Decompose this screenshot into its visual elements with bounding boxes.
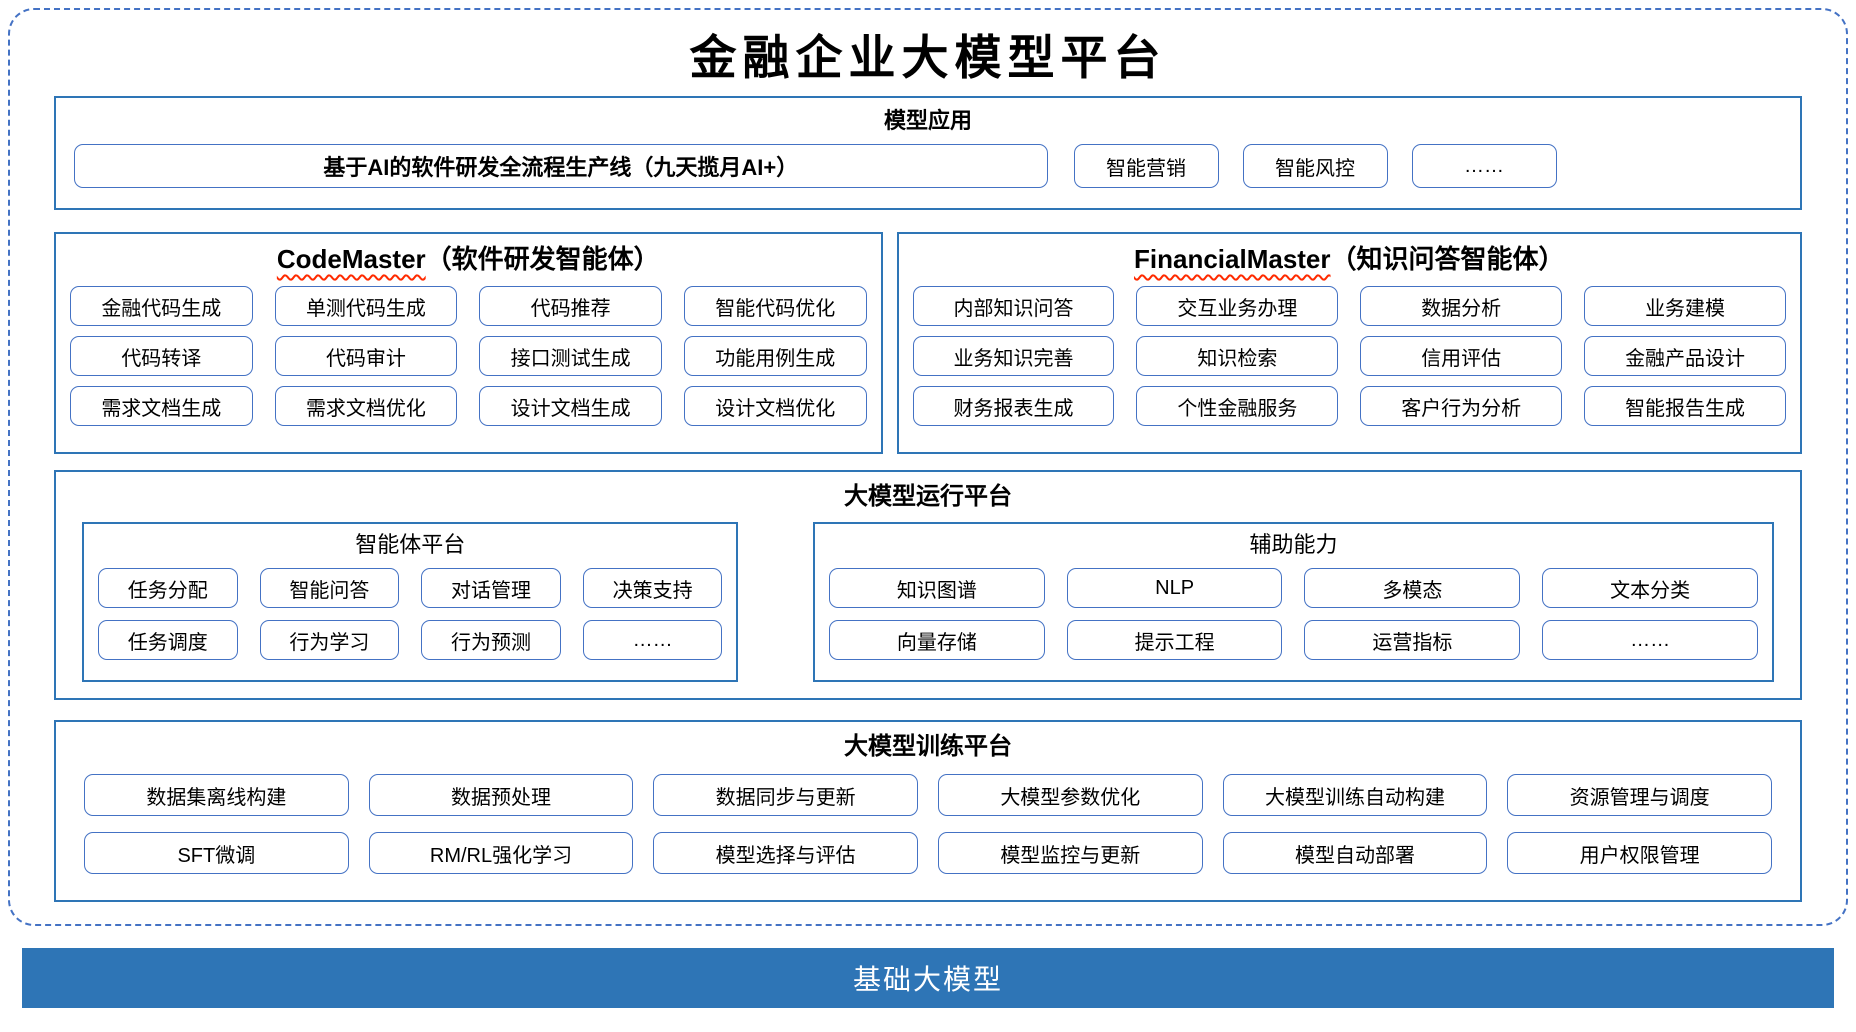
financial-master-title-zh: （知识问答智能体） [1330, 244, 1565, 274]
item-box: 业务建模 [1584, 286, 1786, 326]
platform-diagram-container: 金融企业大模型平台 模型应用 基于AI的软件研发全流程生产线（九天揽月AI+） … [8, 8, 1848, 926]
item-box: 向量存储 [828, 620, 1045, 660]
item-box-ai-pipeline: 基于AI的软件研发全流程生产线（九天揽月AI+） [74, 144, 1048, 188]
item-box: 交互业务办理 [1136, 286, 1339, 326]
item-box: 智能报告生成 [1584, 386, 1786, 426]
section-financial-master: FinancialMaster（知识问答智能体） 内部知识问答交互业务办理数据分… [896, 232, 1802, 454]
item-box: 提示工程 [1066, 620, 1283, 660]
item-box: 知识检索 [1136, 336, 1339, 376]
item-box: 行为学习 [259, 620, 400, 660]
item-box: 金融代码生成 [70, 286, 253, 326]
code-master-items: 金融代码生成单测代码生成代码推荐智能代码优化代码转译代码审计接口测试生成功能用例… [70, 286, 867, 426]
item-box: 财务报表生成 [912, 386, 1115, 426]
foundation-model-bar: 基础大模型 [22, 948, 1834, 1008]
foundation-model-label: 基础大模型 [852, 964, 1003, 995]
run-platform-subsections: 智能体平台 任务分配智能问答对话管理决策支持任务调度行为学习行为预测 …… 辅助能… [82, 522, 1774, 682]
financial-master-title-en: FinancialMaster [1134, 244, 1331, 274]
item-box: 任务分配 [98, 568, 238, 608]
item-box: 内部知识问答 [912, 286, 1115, 326]
item-box: …… [1542, 620, 1758, 660]
item-box: 资源管理与调度 [1507, 774, 1772, 816]
code-master-header: CodeMaster（软件研发智能体） [70, 240, 867, 278]
subsection-agent-platform: 智能体平台 任务分配智能问答对话管理决策支持任务调度行为学习行为预测 …… [82, 522, 739, 682]
item-box: 智能问答 [259, 568, 400, 608]
item-box: 模型自动部署 [1222, 832, 1488, 874]
financial-master-header: FinancialMaster（知识问答智能体） [913, 240, 1786, 278]
item-box: 信用评估 [1360, 336, 1563, 376]
item-box: 对话管理 [421, 568, 561, 608]
item-box: SFT微调 [84, 832, 349, 874]
financial-master-items: 内部知识问答交互业务办理数据分析业务建模业务知识完善知识检索信用评估金融产品设计… [912, 286, 1786, 426]
item-box: 模型监控与更新 [937, 832, 1203, 874]
item-box: 需求文档生成 [70, 386, 253, 426]
item-box: …… [582, 620, 723, 660]
item-box: 智能风控 [1242, 144, 1388, 188]
item-box: 业务知识完善 [912, 336, 1115, 376]
item-box: 多模态 [1304, 568, 1521, 608]
item-box: NLP [1066, 568, 1283, 608]
item-box: 接口测试生成 [479, 336, 662, 376]
section-header-train-platform: 大模型训练平台 [844, 733, 1012, 760]
item-box: 知识图谱 [828, 568, 1045, 608]
item-box: 个性金融服务 [1136, 386, 1339, 426]
item-box: 数据预处理 [368, 774, 634, 816]
item-box: 金融产品设计 [1584, 336, 1786, 376]
code-master-title-en: CodeMaster [276, 244, 426, 274]
section-train-platform: 大模型训练平台 数据集离线构建数据预处理数据同步与更新大模型参数优化大模型训练自… [54, 720, 1802, 902]
item-box: 功能用例生成 [683, 336, 867, 376]
section-agents-row: CodeMaster（软件研发智能体） 金融代码生成单测代码生成代码推荐智能代码… [54, 232, 1802, 454]
section-header-model-applications: 模型应用 [883, 108, 972, 133]
item-box: 大模型训练自动构建 [1222, 774, 1488, 816]
model-applications-items: 智能营销智能风控 …… [1073, 144, 1557, 188]
subsection-aux-ability: 辅助能力 知识图谱 NLP 多模态文本分类向量存储提示工程运营指标 …… [812, 522, 1774, 682]
item-box: 大模型参数优化 [937, 774, 1203, 816]
item-box: 设计文档优化 [683, 386, 867, 426]
aux-ability-items: 知识图谱 NLP 多模态文本分类向量存储提示工程运营指标 …… [828, 568, 1758, 660]
code-master-title-zh: （软件研发智能体） [425, 244, 660, 274]
item-box: …… [1411, 144, 1557, 188]
item-box: 数据集离线构建 [84, 774, 349, 816]
item-box: 运营指标 [1304, 620, 1521, 660]
diagram-title: 金融企业大模型平台 [689, 33, 1167, 85]
section-code-master: CodeMaster（软件研发智能体） 金融代码生成单测代码生成代码推荐智能代码… [54, 232, 883, 454]
agent-platform-items: 任务分配智能问答对话管理决策支持任务调度行为学习行为预测 …… [98, 568, 723, 660]
item-box: 单测代码生成 [274, 286, 458, 326]
item-box: 设计文档生成 [479, 386, 662, 426]
item-box: 智能营销 [1073, 144, 1219, 188]
agent-platform-header: 智能体平台 [355, 532, 466, 557]
item-box: RM/RL强化学习 [368, 832, 634, 874]
section-run-platform: 大模型运行平台 智能体平台 任务分配智能问答对话管理决策支持任务调度行为学习行为… [54, 470, 1802, 700]
aux-ability-header: 辅助能力 [1249, 532, 1338, 557]
section-model-applications: 模型应用 基于AI的软件研发全流程生产线（九天揽月AI+） 智能营销智能风控 …… [54, 96, 1802, 210]
item-box: 文本分类 [1542, 568, 1758, 608]
item-box: 智能代码优化 [683, 286, 867, 326]
item-box: 代码推荐 [479, 286, 662, 326]
item-box: 数据分析 [1360, 286, 1563, 326]
item-box: 客户行为分析 [1360, 386, 1563, 426]
item-box: 需求文档优化 [274, 386, 458, 426]
model-applications-row: 基于AI的软件研发全流程生产线（九天揽月AI+） 智能营销智能风控 …… [74, 144, 1782, 188]
item-box: 决策支持 [582, 568, 723, 608]
item-box: 代码转译 [70, 336, 253, 376]
section-header-run-platform: 大模型运行平台 [844, 483, 1012, 510]
item-box: 用户权限管理 [1507, 832, 1772, 874]
item-box: 任务调度 [98, 620, 238, 660]
item-box: 代码审计 [274, 336, 458, 376]
item-box: 数据同步与更新 [653, 774, 918, 816]
item-box: 行为预测 [421, 620, 561, 660]
item-box: 模型选择与评估 [653, 832, 918, 874]
train-platform-items: 数据集离线构建数据预处理数据同步与更新大模型参数优化大模型训练自动构建资源管理与… [84, 774, 1772, 874]
